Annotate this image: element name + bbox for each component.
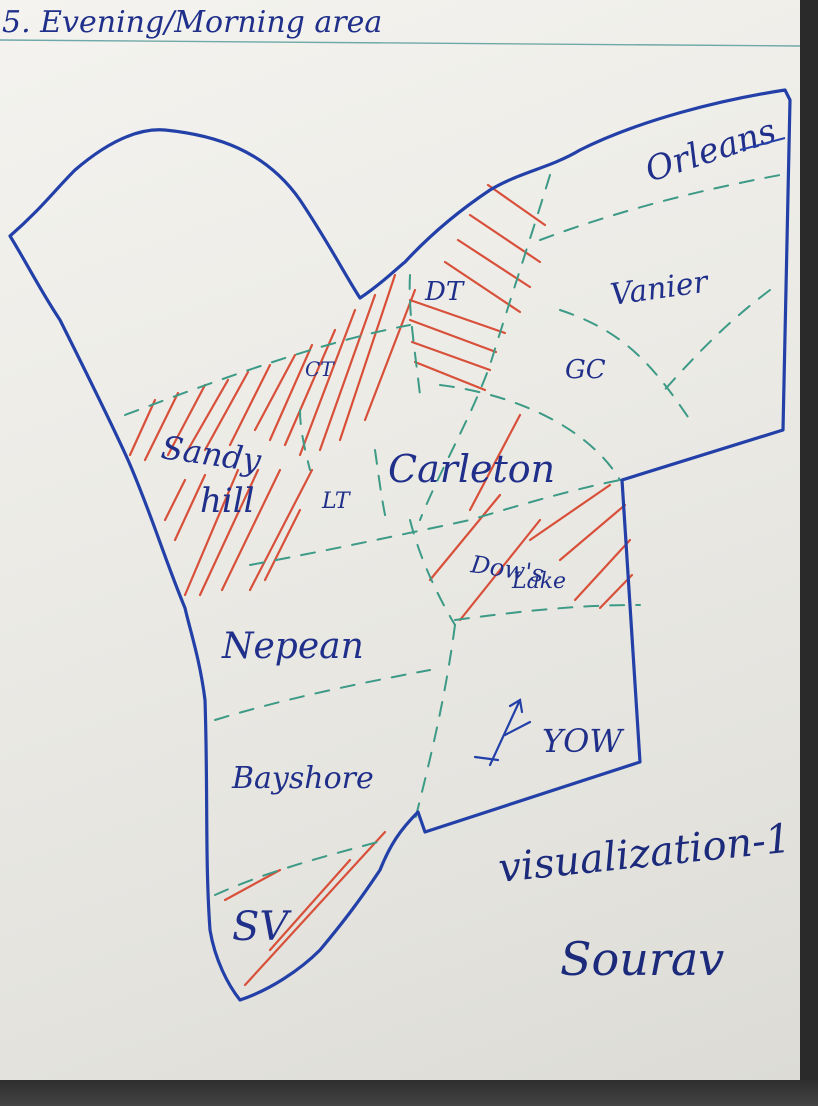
hatch-sandy-hill	[128, 273, 417, 597]
label-lake: Lake	[511, 569, 566, 594]
label-sandy: Sandy	[159, 428, 264, 480]
caption-title: visualization-1	[496, 815, 793, 891]
label-lt: LT	[321, 489, 352, 514]
caption-author: Sourav	[560, 932, 724, 986]
label-orleans-underline	[739, 137, 786, 151]
label-ct: CT	[305, 357, 335, 381]
label-nepean: Nepean	[221, 626, 364, 667]
label-sv: SV	[232, 904, 292, 950]
header-rule	[0, 39, 801, 47]
whiteboard	[0, 0, 818, 1080]
hatch-dows-lake	[428, 413, 634, 622]
label-vanier: Vanier	[608, 264, 711, 313]
label-bayshore: Bayshore	[231, 761, 374, 796]
label-orleans: Orleans	[640, 111, 781, 191]
label-dt: DT	[424, 277, 465, 307]
label-carleton: Carleton	[388, 447, 555, 491]
hatch-dt	[408, 183, 547, 392]
region-dividers	[124, 174, 781, 896]
label-yow: YOW	[542, 722, 625, 760]
map-outline	[8, 88, 792, 1002]
label-gc: GC	[565, 355, 606, 385]
header-title: 5. Evening/Morning area	[2, 5, 382, 40]
label-hill: hill	[200, 481, 255, 521]
floor	[0, 1080, 818, 1106]
airplane-icon	[473, 698, 532, 767]
hatch-sv	[223, 830, 387, 987]
